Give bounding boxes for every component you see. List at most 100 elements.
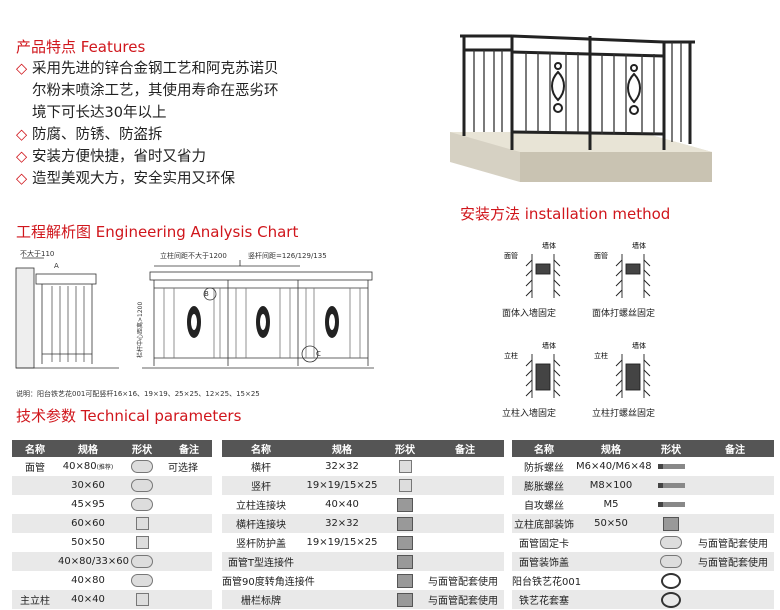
label-part: 立柱 [594, 351, 608, 360]
oval-tube-icon [131, 555, 153, 568]
spec-value: 32×32 [325, 461, 359, 472]
spec-cell: 30×60 [58, 476, 118, 495]
column-header: 规格 [300, 440, 384, 457]
shape-cell [384, 552, 426, 571]
spec-cell: M6×40/M6×48 [576, 457, 652, 476]
spec-value: 40×40 [71, 594, 105, 605]
name-cell: 横杆 [251, 463, 271, 474]
feature-line: ◇安装方便快捷，省时又省力 [16, 146, 366, 168]
spec-value: 40×40 [325, 499, 359, 510]
note-cell: 可选择 [168, 463, 198, 474]
table-row: 50×50 [12, 533, 212, 552]
note-cell [166, 533, 212, 552]
note-cell [696, 457, 774, 476]
label-b: B [204, 290, 209, 298]
engineering-heading: 工程解析图 Engineering Analysis Chart [16, 223, 299, 241]
name-cell: 竖杆 [222, 476, 300, 495]
note-cell [166, 514, 212, 533]
note-cell [426, 495, 504, 514]
feature-line: ◇防腐、防锈、防盗拆 [16, 124, 366, 146]
label-column-spacing: 立柱间距不大于1200 [160, 251, 227, 260]
label-wall: 墙体 [542, 241, 556, 250]
fitting-icon [397, 516, 413, 531]
oval-tube-icon [660, 536, 682, 549]
note-cell [696, 571, 774, 590]
name-cell: 面管装饰盖 [512, 552, 576, 571]
name-cell: 铁艺花套塞 [512, 590, 576, 609]
shape-cell [384, 514, 426, 533]
installation-caption: 立柱入墙固定 [502, 409, 557, 419]
fitting-icon [397, 497, 413, 512]
shape-cell [118, 533, 166, 552]
spec-cell: 45×95 [58, 495, 118, 514]
spec-value: 50×50 [594, 518, 628, 529]
note-cell: 与面管配套使用 [696, 552, 774, 571]
label-wall: 墙体 [632, 241, 646, 250]
name-cell [12, 571, 58, 590]
table-row: 30×60 [12, 476, 212, 495]
fitting-icon [397, 592, 413, 607]
column-header: 名称 [222, 440, 300, 457]
square-tube-icon [398, 460, 412, 473]
table-row: 40×80 [12, 571, 212, 590]
table-row: 铁艺花套塞 [512, 590, 774, 609]
screw-icon [657, 463, 685, 469]
column-header: 名称 [12, 440, 58, 457]
column-header: 备注 [696, 440, 774, 457]
note-cell [696, 495, 774, 514]
column-header: 名称 [512, 440, 576, 457]
fitting-icon [663, 516, 679, 531]
name-cell: 面管 [25, 463, 45, 474]
spec-cell: M8×100 [576, 476, 646, 495]
column-header: 备注 [166, 440, 212, 457]
note-cell: 与面管配套使用 [698, 539, 768, 550]
shape-cell [118, 476, 166, 495]
name-cell: 防拆螺丝 [524, 463, 564, 474]
feature-text: 境下可长达30年以上 [32, 105, 167, 121]
spec-value: M8×100 [589, 480, 633, 491]
shape-cell [384, 571, 426, 590]
diamond-bullet-icon: ◇ [16, 61, 28, 77]
label-part: 面管 [504, 251, 518, 260]
spec-cell: 40×40 [58, 590, 118, 609]
name-cell: 立柱连接块 [236, 501, 286, 512]
feature-line: ◇造型美观大方，安全实用又环保 [16, 168, 366, 190]
installation-caption: 面体入墙固定 [502, 309, 557, 319]
name-cell: 阳台铁艺花001 [512, 577, 582, 588]
label-part: 面管 [594, 251, 608, 260]
table-row: 立柱底部装饰 50×50 [512, 514, 774, 533]
feature-text: 造型美观大方，安全实用又环保 [32, 171, 235, 187]
name-cell: 竖杆防护盖 [236, 539, 286, 550]
diamond-bullet-icon: ◇ [16, 171, 28, 187]
note-cell [166, 552, 212, 571]
spec-cell: 40×80/33×60 [58, 552, 129, 571]
spec-value: 40×80/33×60 [58, 556, 130, 567]
spec-value: 32×32 [325, 518, 359, 529]
screw-icon [657, 501, 685, 507]
shape-cell [118, 514, 166, 533]
column-header: 形状 [384, 440, 426, 457]
spec-value: 40×80 [62, 461, 97, 472]
screw-icon [657, 482, 685, 488]
label-a: A [54, 262, 59, 270]
installation-caption: 立柱打螺丝固定 [592, 409, 656, 419]
oval-tube-icon [131, 498, 153, 511]
name-cell [12, 476, 58, 495]
note-cell [696, 590, 774, 609]
name-cell [12, 533, 58, 552]
name-cell: 立柱底部装饰 [512, 514, 576, 533]
spec-cell: 40×80 [58, 571, 118, 590]
spec-sub: (推荐) [96, 464, 114, 471]
ornament-icon [661, 591, 681, 608]
feature-line: 境下可长达30年以上 [16, 102, 366, 124]
label-part: 立柱 [504, 351, 518, 360]
spec-cell: 60×60 [58, 514, 118, 533]
fitting-icon [397, 554, 413, 569]
spec-value: 40×80 [71, 575, 105, 586]
